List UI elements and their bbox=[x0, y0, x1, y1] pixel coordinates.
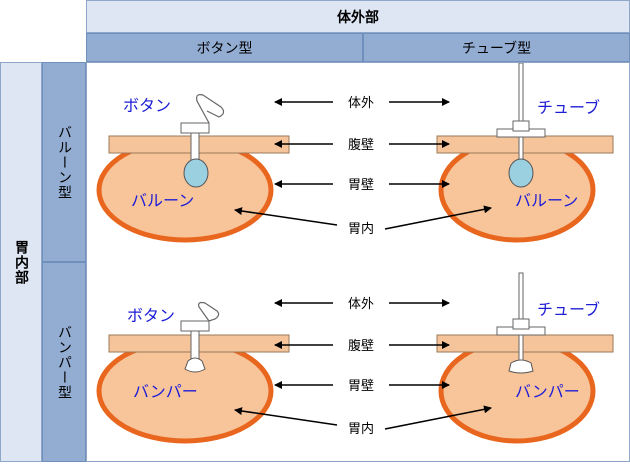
header-button-type-label: ボタン型 bbox=[196, 40, 253, 57]
arrow-inside-right-1 bbox=[384, 205, 492, 230]
label-tube-balloon: チューブ bbox=[537, 98, 600, 117]
button-cap-left-bumper bbox=[198, 301, 220, 322]
label-button-left-balloon: ボタン bbox=[123, 96, 171, 115]
button-cap-left-balloon bbox=[196, 94, 225, 124]
stomach-right-balloon bbox=[438, 137, 596, 243]
tube-left-bumper bbox=[518, 272, 524, 326]
balloon-left bbox=[183, 158, 209, 188]
center-label-abdominal-wall-2: 腹壁 bbox=[348, 338, 374, 354]
side-header-inside-stomach: 胃内部 bbox=[0, 62, 42, 462]
center-label-inside-2: 胃内 bbox=[348, 421, 374, 437]
label-tube-bumper: チューブ bbox=[537, 300, 600, 319]
header-outside-body-label: 体外部 bbox=[337, 9, 379, 26]
side-header-inside-stomach-label: 胃内部 bbox=[13, 239, 29, 285]
side-header-bumper-type: バンパー型 bbox=[42, 262, 86, 462]
side-header-balloon-type: バルーン型 bbox=[42, 62, 86, 262]
label-balloon-left: バルーン bbox=[131, 191, 194, 210]
tube-left-balloon bbox=[518, 62, 524, 126]
header-outside-body: 体外部 bbox=[86, 0, 630, 33]
center-label-abdominal-wall-1: 腹壁 bbox=[348, 137, 374, 153]
label-button-left-bumper: ボタン bbox=[127, 306, 175, 325]
button-head-left-balloon bbox=[180, 122, 210, 134]
arrow-inside-right-2 bbox=[384, 405, 492, 430]
header-tube-type: チューブ型 bbox=[363, 33, 630, 62]
arrow-inside-left-1 bbox=[234, 207, 338, 226]
label-bumper-left: バンパー bbox=[133, 382, 198, 401]
header-tube-type-label: チューブ型 bbox=[461, 40, 532, 57]
center-label-inside-1: 胃内 bbox=[348, 221, 374, 237]
label-balloon-right: バルーン bbox=[515, 191, 578, 210]
center-label-stomach-wall-1: 胃壁 bbox=[348, 178, 374, 193]
stomach-left-balloon bbox=[96, 137, 274, 243]
tube-collar-bumper bbox=[512, 318, 530, 330]
balloon-right bbox=[508, 158, 534, 188]
tube-collar-balloon bbox=[512, 120, 530, 132]
center-label-outside-1: 体外 bbox=[348, 96, 374, 111]
diagram-area: ボタン バルーン チューブ バルーン 体外 腹壁 胃壁 胃内 bbox=[86, 62, 630, 462]
center-label-stomach-wall-2: 胃壁 bbox=[348, 379, 374, 394]
diagram-svg: ボタン バルーン チューブ バルーン 体外 腹壁 胃壁 胃内 bbox=[96, 62, 614, 444]
center-label-outside-2: 体外 bbox=[348, 297, 374, 312]
bumper-right bbox=[508, 359, 534, 374]
side-header-balloon-type-label: バルーン型 bbox=[56, 124, 72, 200]
arrow-inside-left-2 bbox=[234, 407, 338, 426]
label-bumper-right: バンパー bbox=[515, 382, 580, 401]
abdominal-wall-right-balloon bbox=[436, 135, 614, 154]
abdominal-wall-right-bumper bbox=[436, 334, 614, 353]
bumper-left bbox=[184, 357, 206, 373]
row-bumper: ボタン バンパー チューブ バンパー 体外 腹壁 胃壁 胃内 bbox=[96, 272, 614, 444]
button-head-left-bumper bbox=[180, 320, 210, 332]
side-header-bumper-type-label: バンパー型 bbox=[56, 324, 72, 400]
row-balloon: ボタン バルーン チューブ バルーン 体外 腹壁 胃壁 胃内 bbox=[96, 62, 614, 243]
header-button-type: ボタン型 bbox=[86, 33, 363, 62]
